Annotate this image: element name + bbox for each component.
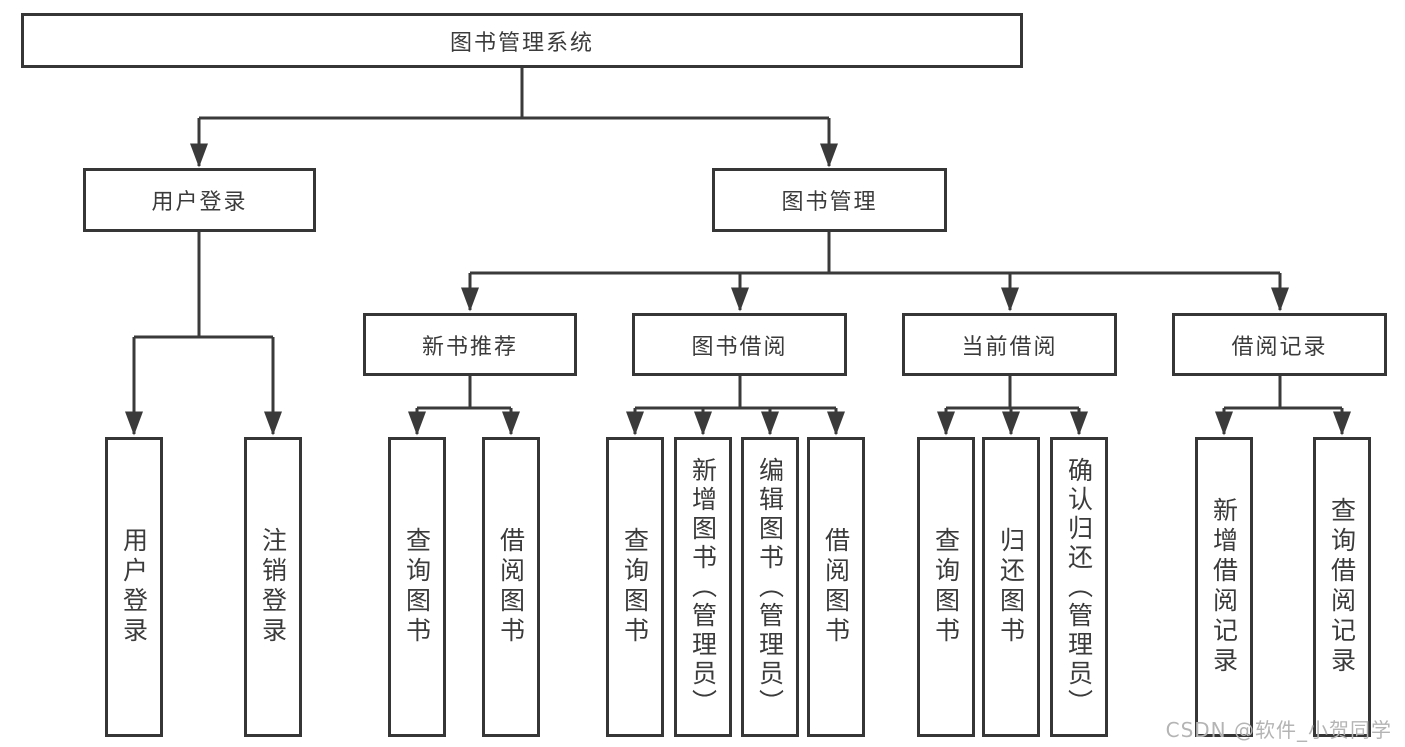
leaf-recommend-query-books: 查询图书 — [388, 437, 446, 737]
leaf-edit-books-admin: 编辑图书（管理员） — [741, 437, 799, 737]
leaf-query-borrow-record: 查询借阅记录 — [1313, 437, 1371, 737]
node-new-book-recommend: 新书推荐 — [363, 313, 577, 376]
leaf-user-login: 用户登录 — [105, 437, 163, 737]
node-user-login: 用户登录 — [83, 168, 316, 232]
leaf-return-books: 归还图书 — [982, 437, 1040, 737]
csdn-watermark: CSDN @软件_小贺同学 — [1165, 718, 1392, 742]
node-borrow-records: 借阅记录 — [1172, 313, 1387, 376]
leaf-logout: 注销登录 — [244, 437, 302, 737]
leaf-borrow-books: 借阅图书 — [807, 437, 865, 737]
leaf-add-books-admin: 新增图书（管理员） — [674, 437, 732, 737]
connector-skeleton — [134, 68, 1342, 410]
leaf-add-borrow-record: 新增借阅记录 — [1195, 437, 1253, 737]
node-root-system: 图书管理系统 — [21, 13, 1023, 68]
leaf-current-query-books: 查询图书 — [917, 437, 975, 737]
leaf-confirm-return-admin: 确认归还（管理员） — [1050, 437, 1108, 737]
node-book-borrow: 图书借阅 — [632, 313, 847, 376]
leaf-borrow-query-books: 查询图书 — [606, 437, 664, 737]
node-current-borrow: 当前借阅 — [902, 313, 1117, 376]
node-book-management: 图书管理 — [712, 168, 947, 232]
leaf-recommend-borrow-books: 借阅图书 — [482, 437, 540, 737]
